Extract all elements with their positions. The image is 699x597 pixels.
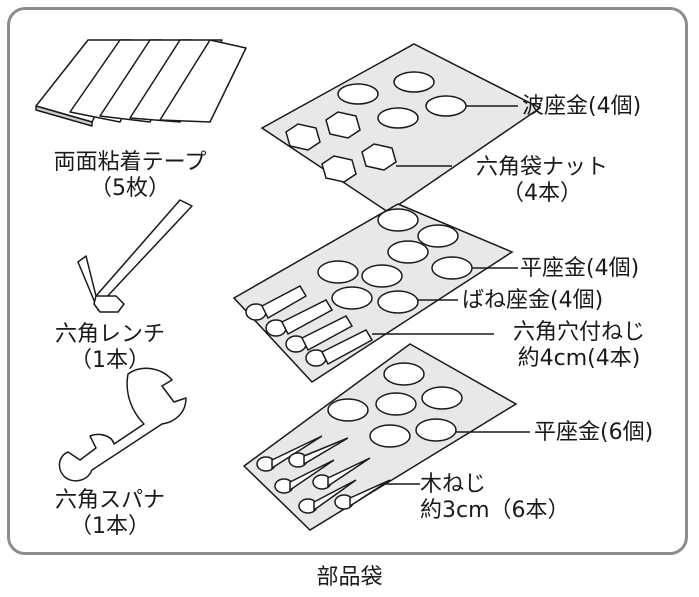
wave-washer-label: 波座金(4個) xyxy=(522,94,642,119)
tape-qty: （5枚） xyxy=(90,176,170,201)
spring-washer-label: ばね座金(4個) xyxy=(462,288,604,313)
hex-spanner-icon xyxy=(58,367,187,482)
flat-washer-4-label: 平座金(4個) xyxy=(520,256,640,281)
tape-icon xyxy=(35,39,247,127)
hex-spanner-label: 六角スパナ （1本） xyxy=(30,488,190,540)
parts-bag-caption: 部品袋 xyxy=(316,565,383,590)
hex-socket-bolt-qty: 約4cm(4本) xyxy=(517,346,641,371)
hex-socket-bolt-name: 六角穴付ねじ xyxy=(512,320,645,345)
tape-name: 両面粘着テープ xyxy=(53,150,207,175)
parts-bag-frame xyxy=(7,7,688,555)
hex-spanner-name: 六角スパナ xyxy=(54,488,165,513)
hex-wrench-label: 六角レンチ （1本） xyxy=(30,322,190,374)
wood-screw-label: 木ねじ 約3cm（6本） xyxy=(420,472,620,524)
hex-wrench-icon xyxy=(77,199,193,313)
wood-screw-qty: 約3cm（6本） xyxy=(420,498,570,523)
tape-label: 両面粘着テープ （5枚） xyxy=(20,150,240,202)
hex-wrench-name: 六角レンチ xyxy=(54,322,165,347)
hex-socket-bolt-label: 六角穴付ねじ 約4cm(4本) xyxy=(494,320,664,372)
hex-cap-nut-name: 六角袋ナット xyxy=(475,155,608,180)
hex-wrench-qty: （1本） xyxy=(70,348,150,373)
bag-wood-screws xyxy=(242,343,518,531)
bag-bolts-washers xyxy=(232,203,514,383)
hex-spanner-qty: （1本） xyxy=(70,514,150,539)
flat-washer-6-label: 平座金(6個) xyxy=(534,420,654,445)
wood-screw-name: 木ねじ xyxy=(420,472,487,497)
hex-cap-nut-label: 六角袋ナット （4本） xyxy=(452,155,632,207)
bag-wave-washer-nut xyxy=(260,43,542,213)
leader-lines xyxy=(372,105,530,485)
hex-cap-nut-qty: （4本） xyxy=(502,181,582,206)
